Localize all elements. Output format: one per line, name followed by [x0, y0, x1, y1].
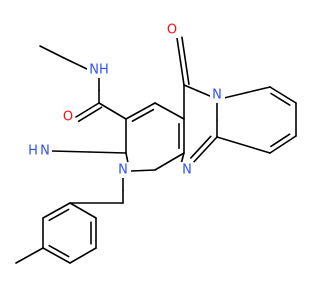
- pyr-c1-c2-bond-inner: [270, 92, 291, 106]
- ring-nitrogen-1-label: N: [118, 163, 128, 178]
- ring-c10a-n11-bond-inner: [190, 135, 212, 159]
- ketone-co-bond-inner: [181, 36, 190, 86]
- amide-co-bond-inner: [77, 106, 103, 123]
- ring-c4-c4a-bond: [154, 102, 185, 120]
- label-bg: [116, 162, 131, 178]
- ring-c5-n6-bond-a: [183, 84, 198, 92]
- ring-c3-c4-bond-inner: [131, 108, 155, 122]
- label-bg: [87, 62, 111, 78]
- ketone-oxygen-label: O: [167, 23, 177, 38]
- ring-c10a-n11-bond-b: [191, 149, 206, 165]
- imine-h-label: H: [28, 144, 38, 159]
- ethyl-ch3-ch2-bond: [39, 45, 65, 59]
- ring-c3-c4-bond: [125, 102, 156, 120]
- label-bg: [164, 22, 179, 38]
- pyr-n6-c1-bond-a: [223, 91, 248, 99]
- ring-c2-n1-bond-a: [125, 152, 128, 159]
- pyr-c3-c4-bond-inner: [270, 133, 291, 148]
- amide-nh-label: NH: [89, 63, 109, 78]
- label-bg: [179, 162, 194, 178]
- pyr-n6-c1-bond-b: [246, 86, 271, 94]
- atom-label-layer: NH O O H N N N N: [26, 22, 225, 178]
- benz-6-1-bond-inner: [48, 208, 70, 222]
- benz-4-5-bond: [42, 247, 71, 264]
- imine-bond-a: [88, 151, 127, 154]
- benz-methyl-bond: [15, 247, 44, 264]
- bond-layer: [15, 36, 297, 264]
- label-bg: [60, 109, 75, 125]
- ring-nitrogen-3-label: N: [212, 88, 222, 103]
- benz-1-2-bond: [69, 202, 97, 219]
- amide-co-bond-a: [86, 102, 100, 111]
- ketone-co-bond-a: [179, 60, 185, 86]
- molecule-diagram: NH O O H N N N N: [15, 22, 297, 264]
- ring-c10a-n11-bond-a: [203, 136, 218, 152]
- ring-n11-c11a-bond-b: [181, 152, 185, 160]
- imine-bond-b: [51, 150, 90, 153]
- amide-c3-bond: [98, 102, 127, 120]
- label-bg: [26, 143, 52, 159]
- pyr-c3-c4-bond: [269, 135, 297, 154]
- ring-n1-c11a-bond-a: [142, 169, 156, 172]
- ketone-co-bond-b: [176, 37, 182, 63]
- ring-c5-n6-bond-b: [196, 89, 211, 97]
- amide-oxygen-label: O: [63, 110, 73, 125]
- ethyl-ch2-n-bond: [63, 57, 90, 71]
- benz-6-1-bond: [42, 202, 71, 219]
- ring-n1-c11a-bond-b: [130, 169, 144, 172]
- imine-n-label: N: [40, 144, 50, 159]
- pyr-c4-c10a-bond: [216, 136, 271, 154]
- benz-3-4-bond: [69, 247, 97, 264]
- label-bg: [210, 87, 225, 103]
- ring-c11a-bottom-bond: [154, 152, 185, 171]
- benz-4-5-bond-inner: [48, 244, 70, 258]
- ring-nitrogen-2-label: N: [182, 163, 192, 178]
- amide-co-bond-b: [75, 109, 89, 118]
- pyr-c1-c2-bond: [269, 86, 297, 104]
